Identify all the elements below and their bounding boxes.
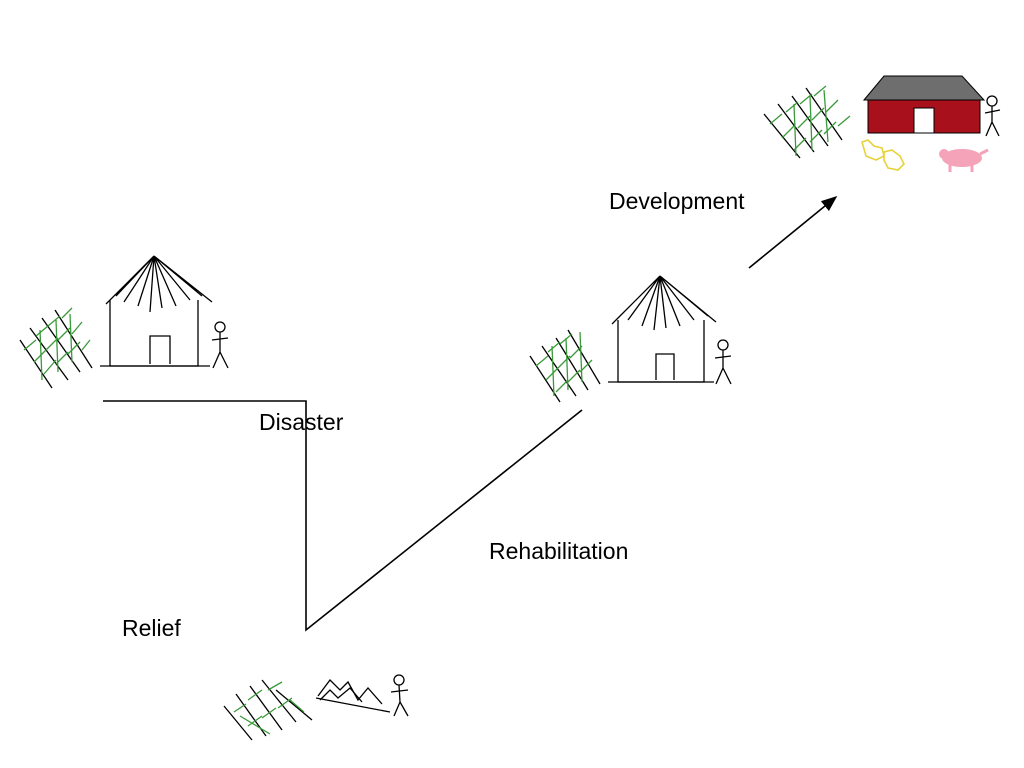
stick-figure-icon	[984, 95, 1001, 137]
chicken-icon	[861, 139, 905, 171]
stick-figure-icon	[390, 674, 409, 717]
village-rehabilitated	[529, 275, 732, 403]
crop-field-icon	[223, 679, 313, 741]
development-arrow	[748, 195, 838, 269]
disaster-path-line	[103, 400, 583, 632]
barn-icon	[862, 75, 986, 134]
stick-figure-icon	[211, 321, 229, 369]
crop-field-icon	[763, 85, 851, 159]
rehabilitation-label: Rehabilitation	[489, 538, 629, 564]
relief-label: Relief	[122, 615, 181, 641]
disaster-label: Disaster	[259, 409, 344, 435]
village-developed	[763, 75, 1001, 172]
village-before-disaster	[19, 255, 229, 389]
crop-field-icon	[19, 307, 93, 389]
crop-field-icon	[529, 329, 601, 403]
hut-icon	[100, 255, 213, 367]
stick-figure-icon	[714, 339, 732, 385]
rubble-icon	[315, 679, 391, 713]
development-label: Development	[609, 188, 745, 214]
village-after-disaster	[223, 674, 409, 741]
hut-icon	[608, 275, 717, 383]
pig-icon	[939, 148, 989, 172]
